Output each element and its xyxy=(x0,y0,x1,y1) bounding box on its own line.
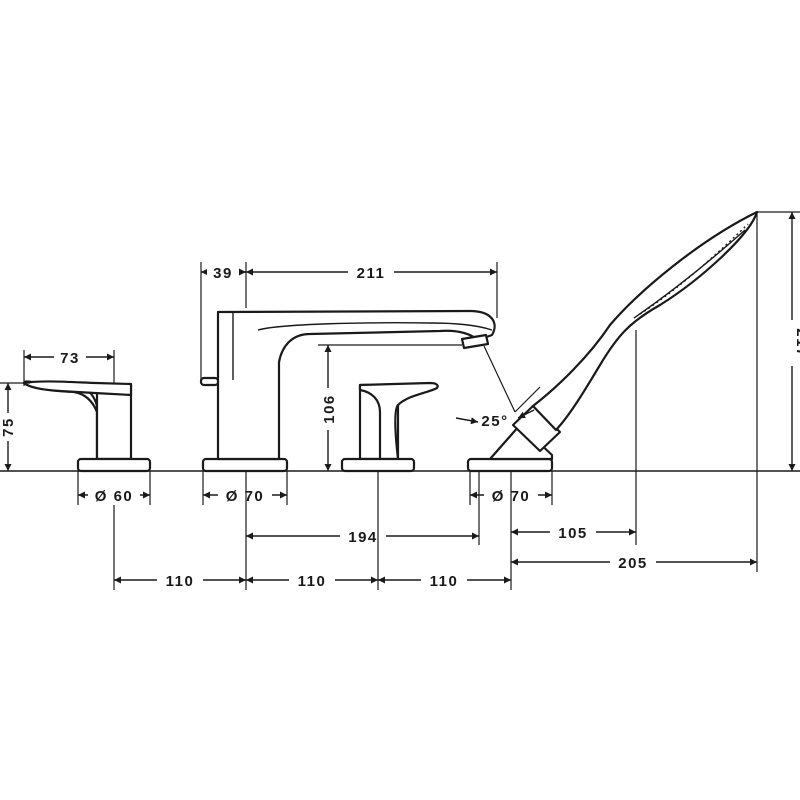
dim-spacing-110: 110 110 110 xyxy=(113,471,512,590)
dim-110-1-label: 110 xyxy=(166,573,195,590)
dim-dia-60-label: Ø 60 xyxy=(95,488,134,505)
spout-base xyxy=(201,457,289,473)
dim-105-label: 105 xyxy=(558,525,588,542)
left-handle-column xyxy=(95,383,133,461)
left-handle-lever xyxy=(22,380,133,397)
right-handle-lever xyxy=(358,381,439,461)
hand-shower xyxy=(466,210,759,473)
dim-dia-70-spout-label: Ø 70 xyxy=(226,488,265,505)
hand-shower-handle xyxy=(531,210,759,432)
left-handle-base xyxy=(76,457,152,473)
dim-194: 194 xyxy=(245,471,480,590)
dim-75-label: 75 xyxy=(0,417,17,437)
dim-194-label: 194 xyxy=(348,529,378,546)
dim-39-label: 39 xyxy=(213,265,233,282)
hand-shower-nozzles xyxy=(639,223,749,315)
spout-highlight xyxy=(257,322,493,331)
dim-39-211: 39 211 xyxy=(200,262,498,380)
dim-110-3-label: 110 xyxy=(430,573,459,590)
dim-105-205: 105 205 xyxy=(510,214,758,572)
hand-shower-holder xyxy=(488,423,554,461)
spout xyxy=(199,309,496,473)
dim-110-2-label: 110 xyxy=(298,573,327,590)
dim-angle-25-label: 25° xyxy=(481,413,508,430)
spout-body xyxy=(216,309,496,461)
hand-shower-base xyxy=(466,457,554,473)
dim-217-label: 217 xyxy=(793,328,800,358)
right-handle xyxy=(340,381,439,473)
dim-106: 106 xyxy=(318,344,462,471)
dim-angle-25: 25° xyxy=(455,345,541,430)
dim-217: 217 xyxy=(757,211,800,471)
dim-75: 75 xyxy=(0,382,30,471)
dim-205-label: 205 xyxy=(618,555,648,572)
dim-dia-70-shower-label: Ø 70 xyxy=(492,488,531,505)
left-handle xyxy=(22,380,152,473)
dim-106-label: 106 xyxy=(321,394,338,424)
spout-outlet xyxy=(460,333,490,350)
hand-shower-head-face xyxy=(633,229,746,319)
dim-211-label: 211 xyxy=(357,265,386,282)
dim-dia-60: Ø 60 xyxy=(77,471,151,505)
dim-73-label: 73 xyxy=(60,350,80,367)
diverter-knob xyxy=(199,376,220,387)
dim-dia-70-spout: Ø 70 xyxy=(202,471,288,505)
right-handle-base xyxy=(340,457,416,473)
dim-73: 73 xyxy=(23,347,115,386)
